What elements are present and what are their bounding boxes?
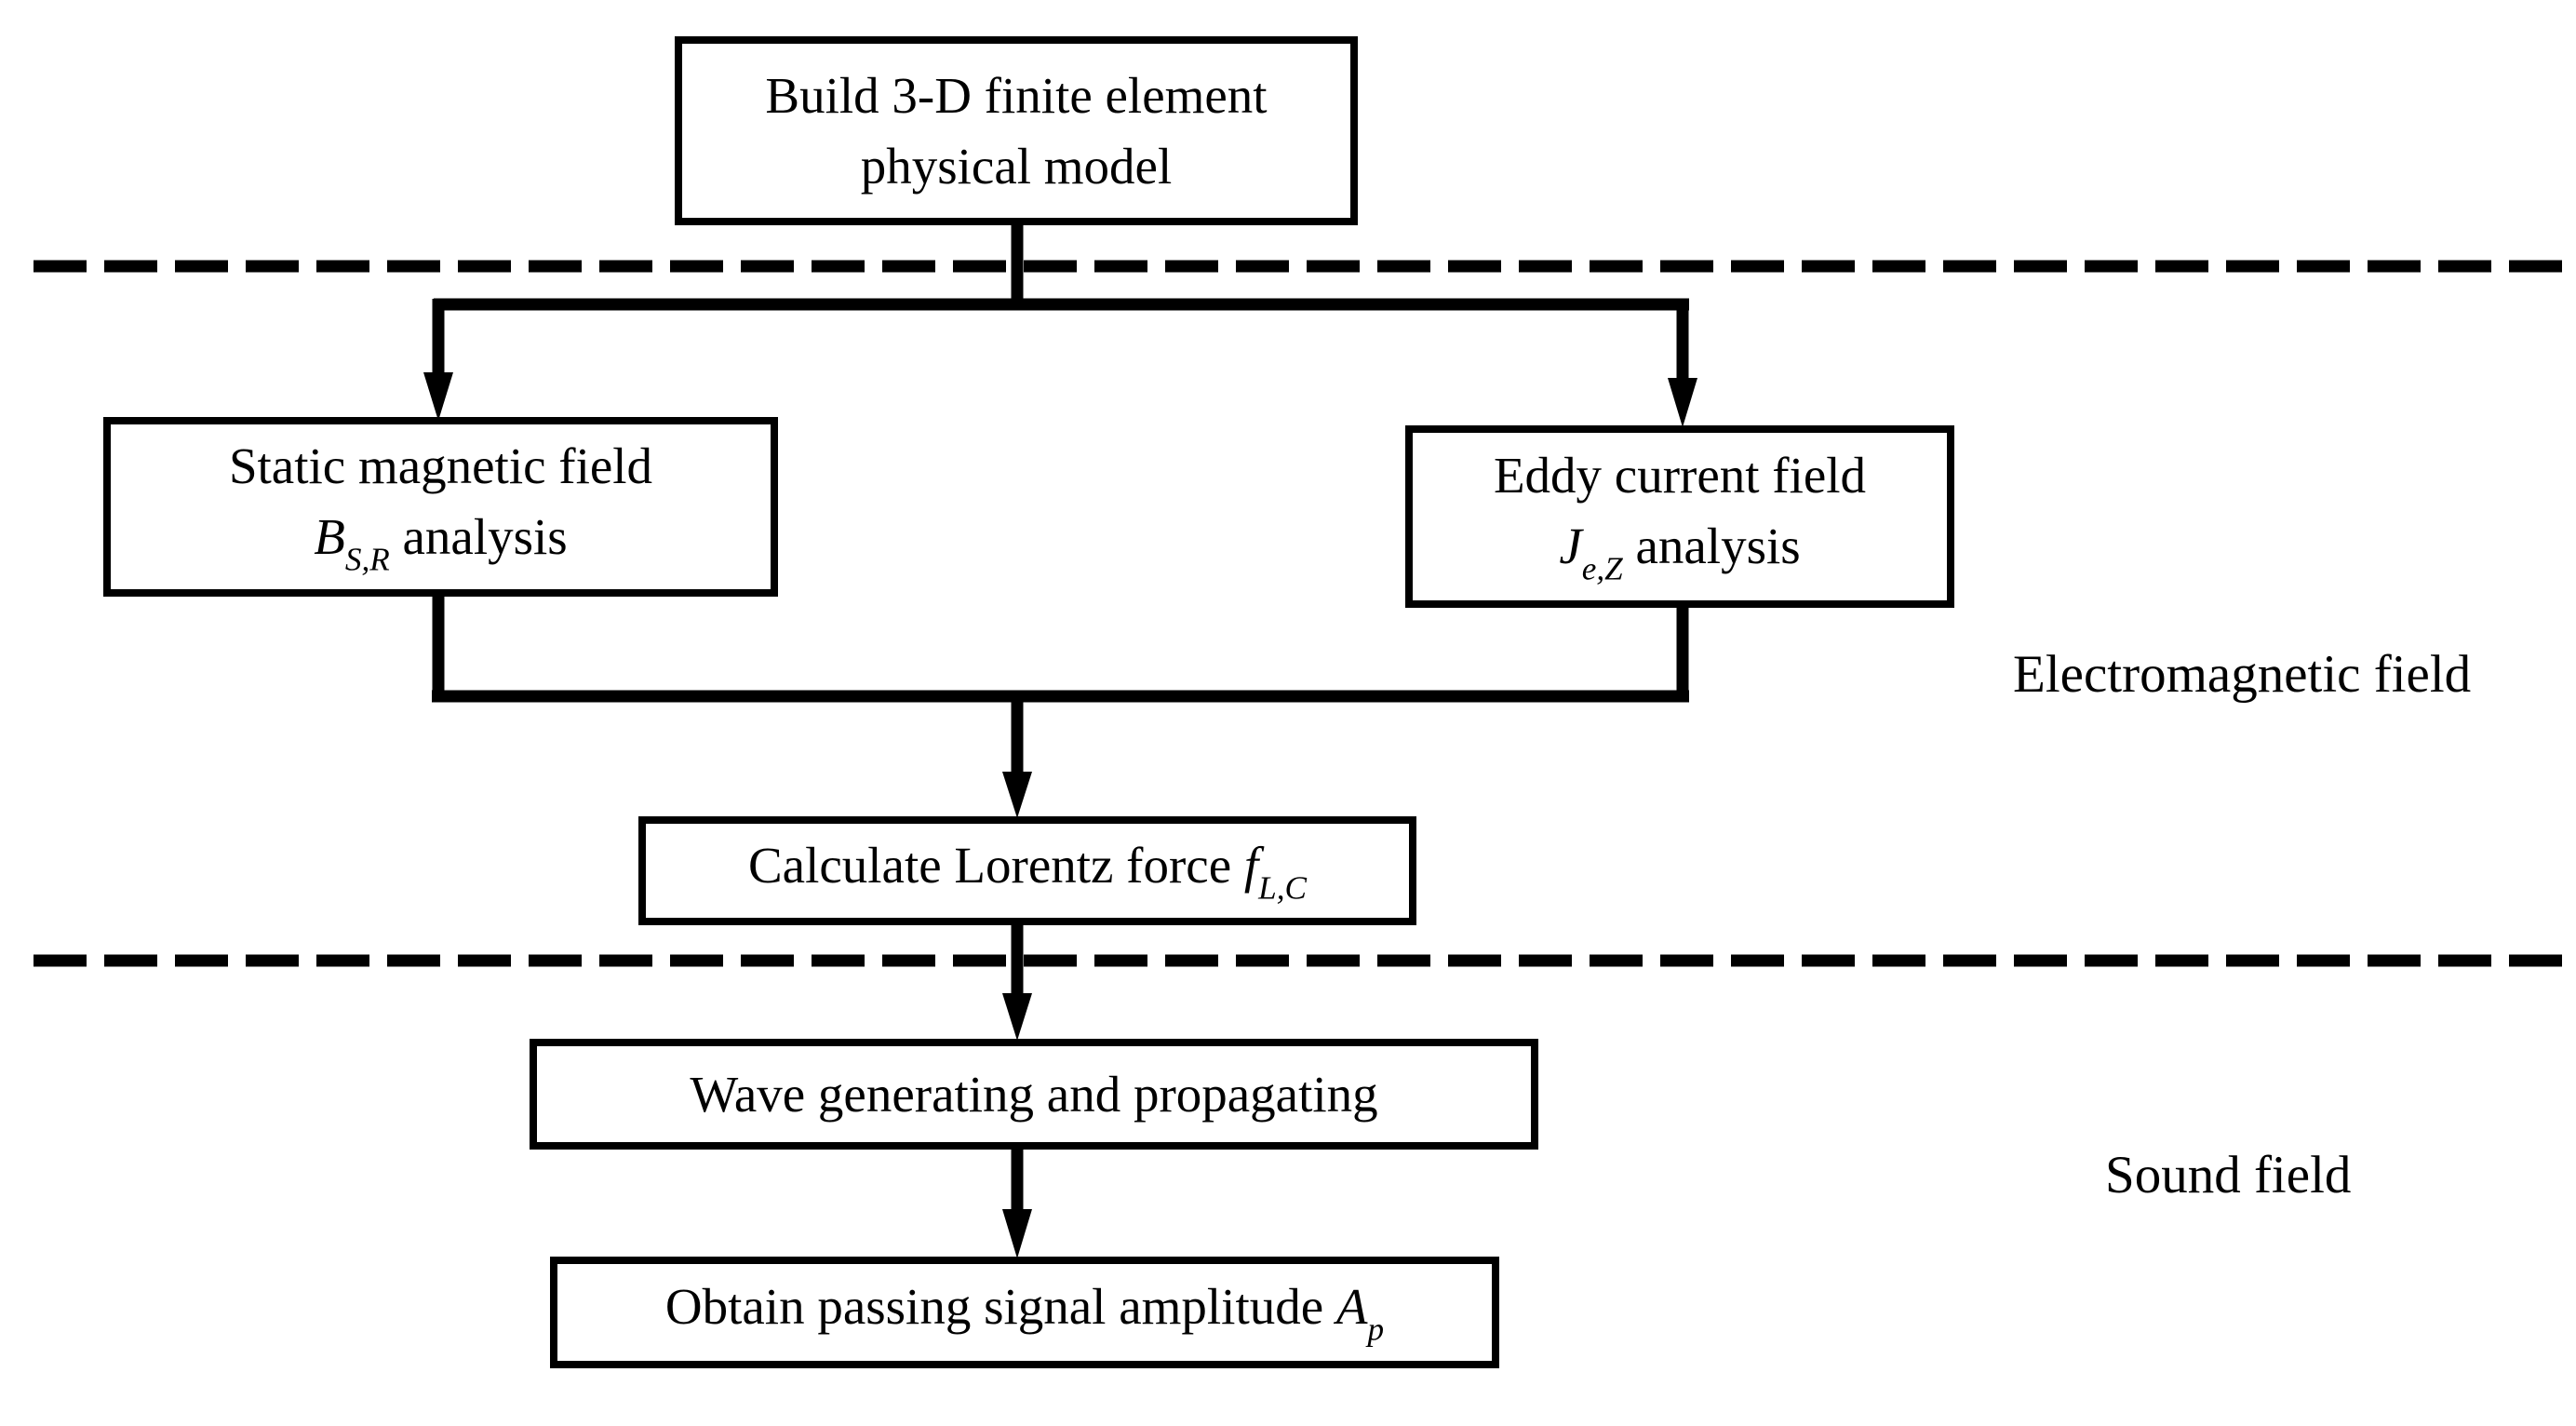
- subscript-eZ: e,Z: [1581, 550, 1623, 587]
- node-static-line2: BS,R analysis: [314, 502, 567, 583]
- region-label-electromagnetic-field: Electromagnetic field: [2013, 645, 2472, 704]
- symbol-J: J: [1559, 518, 1582, 575]
- arrowhead-into-lorentz: [1002, 772, 1032, 818]
- node-obtain-prefix: Obtain passing signal amplitude: [664, 1278, 1336, 1336]
- node-build-model: Build 3-D finite element physical model: [675, 36, 1358, 225]
- subscript-p: p: [1367, 1312, 1385, 1348]
- node-eddy-line1: Eddy current field: [1493, 447, 1867, 504]
- arrowhead-into-wave: [1002, 993, 1032, 1041]
- arrowhead-into-eddy: [1668, 378, 1697, 427]
- arrowhead-into-obtain: [1002, 1209, 1032, 1258]
- node-static-suffix: analysis: [389, 507, 568, 565]
- node-lorentz-line: Calculate Lorentz force fL,C: [748, 830, 1307, 911]
- node-eddy-line2: Je,Z analysis: [1559, 511, 1800, 592]
- node-static-line1: Static magnetic field: [228, 437, 653, 494]
- node-build-model-line1: Build 3-D finite element: [765, 66, 1268, 124]
- symbol-B: B: [314, 507, 345, 565]
- node-wave-line1: Wave generating and propagating: [690, 1065, 1378, 1123]
- node-obtain-amplitude: Obtain passing signal amplitude Ap: [550, 1257, 1499, 1368]
- subscript-LC: L,C: [1258, 869, 1308, 907]
- symbol-A: A: [1335, 1278, 1368, 1336]
- node-obtain-line: Obtain passing signal amplitude Ap: [665, 1271, 1384, 1352]
- node-lorentz-prefix: Calculate Lorentz force: [747, 836, 1244, 894]
- node-build-model-line2: physical model: [860, 137, 1173, 195]
- symbol-f: f: [1243, 836, 1259, 894]
- node-static-magnetic-field: Static magnetic field BS,R analysis: [103, 417, 778, 597]
- node-calculate-lorentz-force: Calculate Lorentz force fL,C: [638, 816, 1416, 925]
- arrowhead-into-static: [423, 372, 453, 421]
- region-label-sound-field: Sound field: [2105, 1146, 2352, 1204]
- node-wave-generating: Wave generating and propagating: [530, 1039, 1538, 1150]
- subscript-SR: S,R: [344, 541, 390, 578]
- node-eddy-suffix: analysis: [1622, 518, 1801, 575]
- node-eddy-current-field: Eddy current field Je,Z analysis: [1405, 425, 1954, 608]
